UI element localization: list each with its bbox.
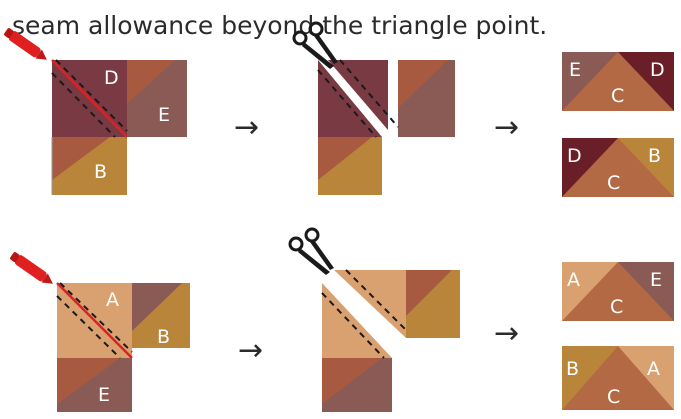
- label-C: C: [610, 296, 623, 318]
- piece-B: [618, 138, 674, 197]
- piece-B-corner: [132, 283, 182, 331]
- label-B: B: [566, 358, 579, 380]
- piece-D: [562, 138, 618, 197]
- cut-half-lower: [318, 60, 382, 137]
- instruction-caption: seam allowance beyond the triangle point…: [12, 11, 548, 40]
- label-B: B: [157, 326, 170, 348]
- label-D: D: [650, 59, 665, 81]
- label-A: A: [106, 289, 119, 311]
- stitch-line: [51, 72, 116, 138]
- stitch-line: [345, 269, 407, 331]
- stitch-line: [339, 59, 399, 128]
- arrow: →: [494, 316, 519, 351]
- label-A: A: [647, 358, 660, 380]
- row1-result-1: E D C: [562, 52, 674, 111]
- cut-half-lower: [322, 283, 392, 358]
- label-B: B: [94, 161, 107, 183]
- label-E: E: [158, 104, 170, 126]
- cut-line: [51, 59, 128, 138]
- label-D: D: [567, 145, 582, 167]
- row2-step2-block: [321, 269, 460, 412]
- label-C: C: [607, 172, 620, 194]
- row2-result-2: B A C: [562, 346, 674, 410]
- piece-E-corner: [398, 60, 448, 108]
- stitch-line: [321, 292, 385, 359]
- label-E: E: [98, 384, 110, 406]
- row2-step1-block: A B E: [56, 282, 190, 412]
- piece-A: [618, 346, 674, 410]
- arrow: →: [234, 110, 259, 145]
- stitch-line: [56, 295, 121, 359]
- row2-result-1: A E C: [562, 262, 674, 321]
- piece-B-corner: [52, 137, 110, 180]
- piece-B-corner: [406, 270, 452, 316]
- label-E: E: [650, 269, 662, 291]
- label-D: D: [104, 67, 119, 89]
- stitch-line: [317, 69, 377, 138]
- piece-E-corner: [322, 358, 382, 404]
- cut-half-upper: [328, 60, 388, 130]
- row1-step2-block: [317, 59, 455, 195]
- marker-pen-icon: [4, 28, 47, 60]
- scissors-icon: [292, 21, 338, 69]
- label-A: A: [567, 269, 580, 291]
- piece-B: [562, 346, 618, 410]
- piece-D: [618, 52, 674, 111]
- marker-pen-icon: [10, 252, 53, 284]
- cut-line: [56, 282, 133, 359]
- arrow: →: [238, 333, 263, 368]
- piece-E: [562, 52, 618, 111]
- piece-B-corner: [318, 137, 372, 180]
- stitch-line: [55, 59, 128, 132]
- piece-E-corner: [127, 60, 175, 104]
- piece-E-corner: [57, 358, 120, 404]
- stitch-line: [59, 282, 133, 353]
- label-C: C: [611, 85, 624, 107]
- label-E: E: [569, 59, 581, 81]
- piece-A: [562, 262, 618, 321]
- label-C: C: [607, 386, 620, 408]
- arrow: →: [494, 110, 519, 145]
- cut-half-upper: [334, 270, 406, 338]
- piece-E: [618, 262, 674, 321]
- label-B: B: [648, 145, 661, 167]
- scissors-icon: [288, 227, 334, 275]
- row1-result-2: D B C: [562, 138, 674, 197]
- row1-step1-block: D E B: [51, 59, 187, 195]
